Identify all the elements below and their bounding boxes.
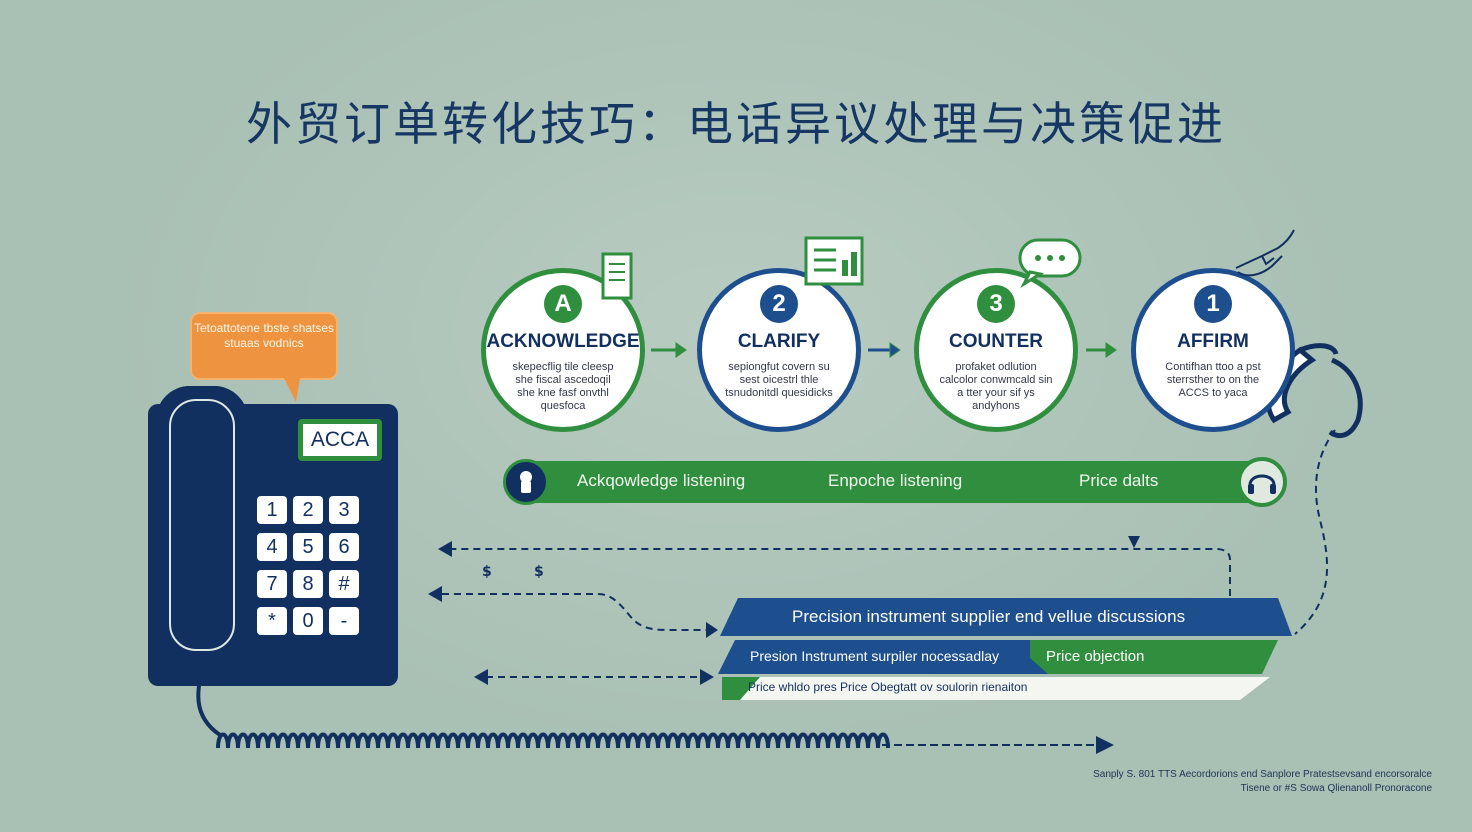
dashed-return-1 bbox=[452, 548, 1231, 596]
dollar-marker-1: $ bbox=[482, 564, 492, 580]
step-circle-acknowledge: A ACKNOWLEDGE skepecflig tile cleesp she f… bbox=[481, 268, 645, 432]
step-label: COUNTER bbox=[949, 331, 1043, 352]
phone-brand-badge: ACCA bbox=[298, 419, 382, 461]
arrow-head-1 bbox=[675, 342, 687, 358]
step-badge: A bbox=[544, 285, 582, 323]
banner-bottom-shape bbox=[722, 677, 1270, 700]
page-title: 外贸订单转化技巧：电话异议处理与决策促进 bbox=[246, 97, 1226, 151]
dashed-double-3-left bbox=[474, 669, 488, 685]
phone-brand-label: ACCA bbox=[303, 424, 377, 456]
keypad-key[interactable]: 3 bbox=[329, 496, 359, 524]
step-badge: 1 bbox=[1194, 285, 1232, 323]
footer-line-1: Sanply S. 801 TTS Aecordorions end Sanpl… bbox=[1093, 769, 1432, 780]
keypad-key[interactable]: - bbox=[329, 607, 359, 635]
keypad-key[interactable]: 1 bbox=[257, 496, 287, 524]
speech-bubble: Tetoattotene tbste shatses stuaas vodnic… bbox=[190, 312, 338, 380]
banner-top-shape bbox=[720, 598, 1292, 636]
lock-icon bbox=[503, 459, 549, 505]
step-description: profaket odlution calcolor conwmcald sin… bbox=[939, 361, 1053, 412]
dashed-loop-2-head-right bbox=[706, 622, 718, 638]
step-label: AFFIRM bbox=[1177, 331, 1249, 352]
step-label: ACKNOWLEDGE bbox=[486, 331, 640, 352]
cord-coils bbox=[216, 732, 890, 749]
banner-bottom-accent bbox=[722, 677, 760, 700]
keypad-key[interactable]: 2 bbox=[293, 496, 323, 524]
step-description: skepecflig tile cleesp she fiscal ascedo… bbox=[512, 361, 614, 412]
keypad-key[interactable]: 7 bbox=[257, 570, 287, 598]
footer-note: Sanply S. 801 TTS Aecordorions end Sanpl… bbox=[1093, 768, 1432, 796]
arrow-head-2 bbox=[889, 342, 901, 358]
keypad-key[interactable]: 8 bbox=[293, 570, 323, 598]
cord-arrow-head bbox=[1096, 736, 1114, 754]
step-arrows bbox=[651, 342, 1117, 358]
band-item-empathic: Enpoche listening bbox=[828, 471, 963, 490]
band-item-price: Price dalts bbox=[1079, 471, 1159, 490]
step-badge: 3 bbox=[977, 285, 1015, 323]
keypad-key[interactable]: 4 bbox=[257, 533, 287, 561]
dashed-loop-2-head-left bbox=[428, 586, 442, 602]
band-item-acknowledge: Ackqowledge listening bbox=[577, 471, 746, 490]
footer-line-2: Tisene or #S Sowa Qlienanoll Pronoracone bbox=[1240, 783, 1432, 794]
dashed-return-1-head bbox=[438, 541, 452, 557]
step-description: Contifhan ttoo a pst sterrsther to on th… bbox=[1165, 361, 1261, 399]
step-description: sepiongfut covern su sest oicestrl thle … bbox=[725, 361, 833, 399]
headset-icon bbox=[1237, 457, 1287, 507]
banner-mid-right-shape bbox=[1030, 640, 1278, 674]
keypad-key[interactable]: 0 bbox=[293, 607, 323, 635]
arrow-head-3 bbox=[1105, 342, 1117, 358]
keypad-key[interactable]: # bbox=[329, 570, 359, 598]
banner-top-text: Precision instrument supplier end vellue… bbox=[792, 607, 1186, 626]
keypad-key[interactable]: 6 bbox=[329, 533, 359, 561]
dashed-loop-2 bbox=[442, 593, 708, 631]
dashed-arc-right bbox=[1294, 429, 1336, 635]
banner-mid-right-text: Price objection bbox=[1046, 648, 1145, 665]
keypad-key[interactable]: * bbox=[257, 607, 287, 635]
step-label: CLARIFY bbox=[737, 331, 821, 352]
keypad-key[interactable]: 5 bbox=[293, 533, 323, 561]
banner-mid-left-shape bbox=[718, 640, 1048, 674]
step-badge: 2 bbox=[760, 285, 798, 323]
listening-band: Ackqowledge listening Enpoche listening … bbox=[503, 457, 1287, 507]
dollar-marker-2: $ bbox=[534, 564, 544, 580]
dashed-double-3-right bbox=[700, 669, 714, 685]
banner-mid-left-text: Presion Instrument surpiler nocessadlay bbox=[750, 648, 1000, 664]
banner-bottom-text: Price whldo pres Price Obegtatt ov soulo… bbox=[748, 680, 1028, 694]
dashed-return-1-tip bbox=[1128, 536, 1140, 548]
